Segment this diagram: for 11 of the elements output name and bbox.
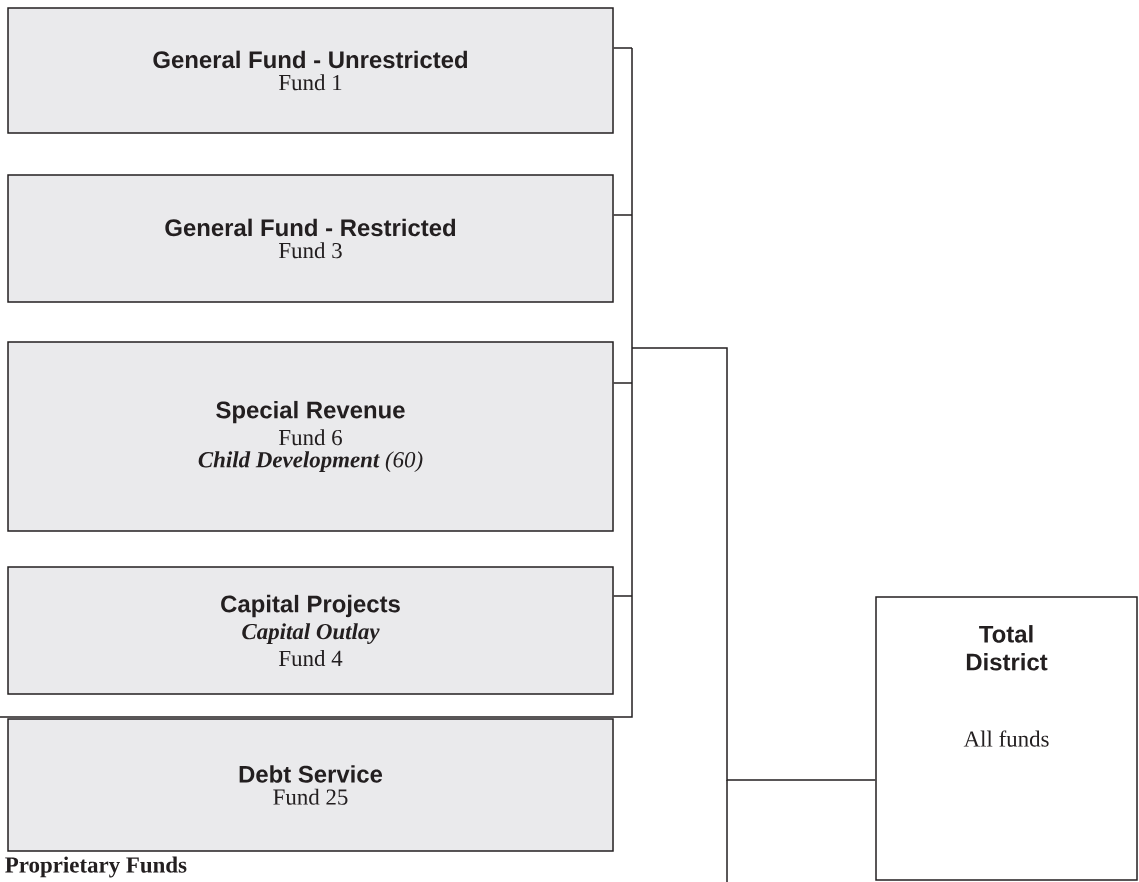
fund-box: General Fund - Unrestricted Fund 1: [7, 7, 614, 134]
connector: [613, 47, 633, 49]
fund-box: Capital Projects Capital Outlay Fund 4: [7, 566, 614, 695]
fund-box: Debt Service Fund 25: [7, 718, 614, 852]
fund-box: General Fund - Restricted Fund 3: [7, 174, 614, 303]
connector-trunk: [631, 47, 876, 781]
connector: [613, 382, 633, 384]
fund-box: Special Revenue Fund 6 Child Development (60): [7, 341, 614, 532]
connector: [613, 595, 633, 597]
total-box: Total District All funds: [875, 596, 1138, 881]
connector: [613, 214, 633, 216]
